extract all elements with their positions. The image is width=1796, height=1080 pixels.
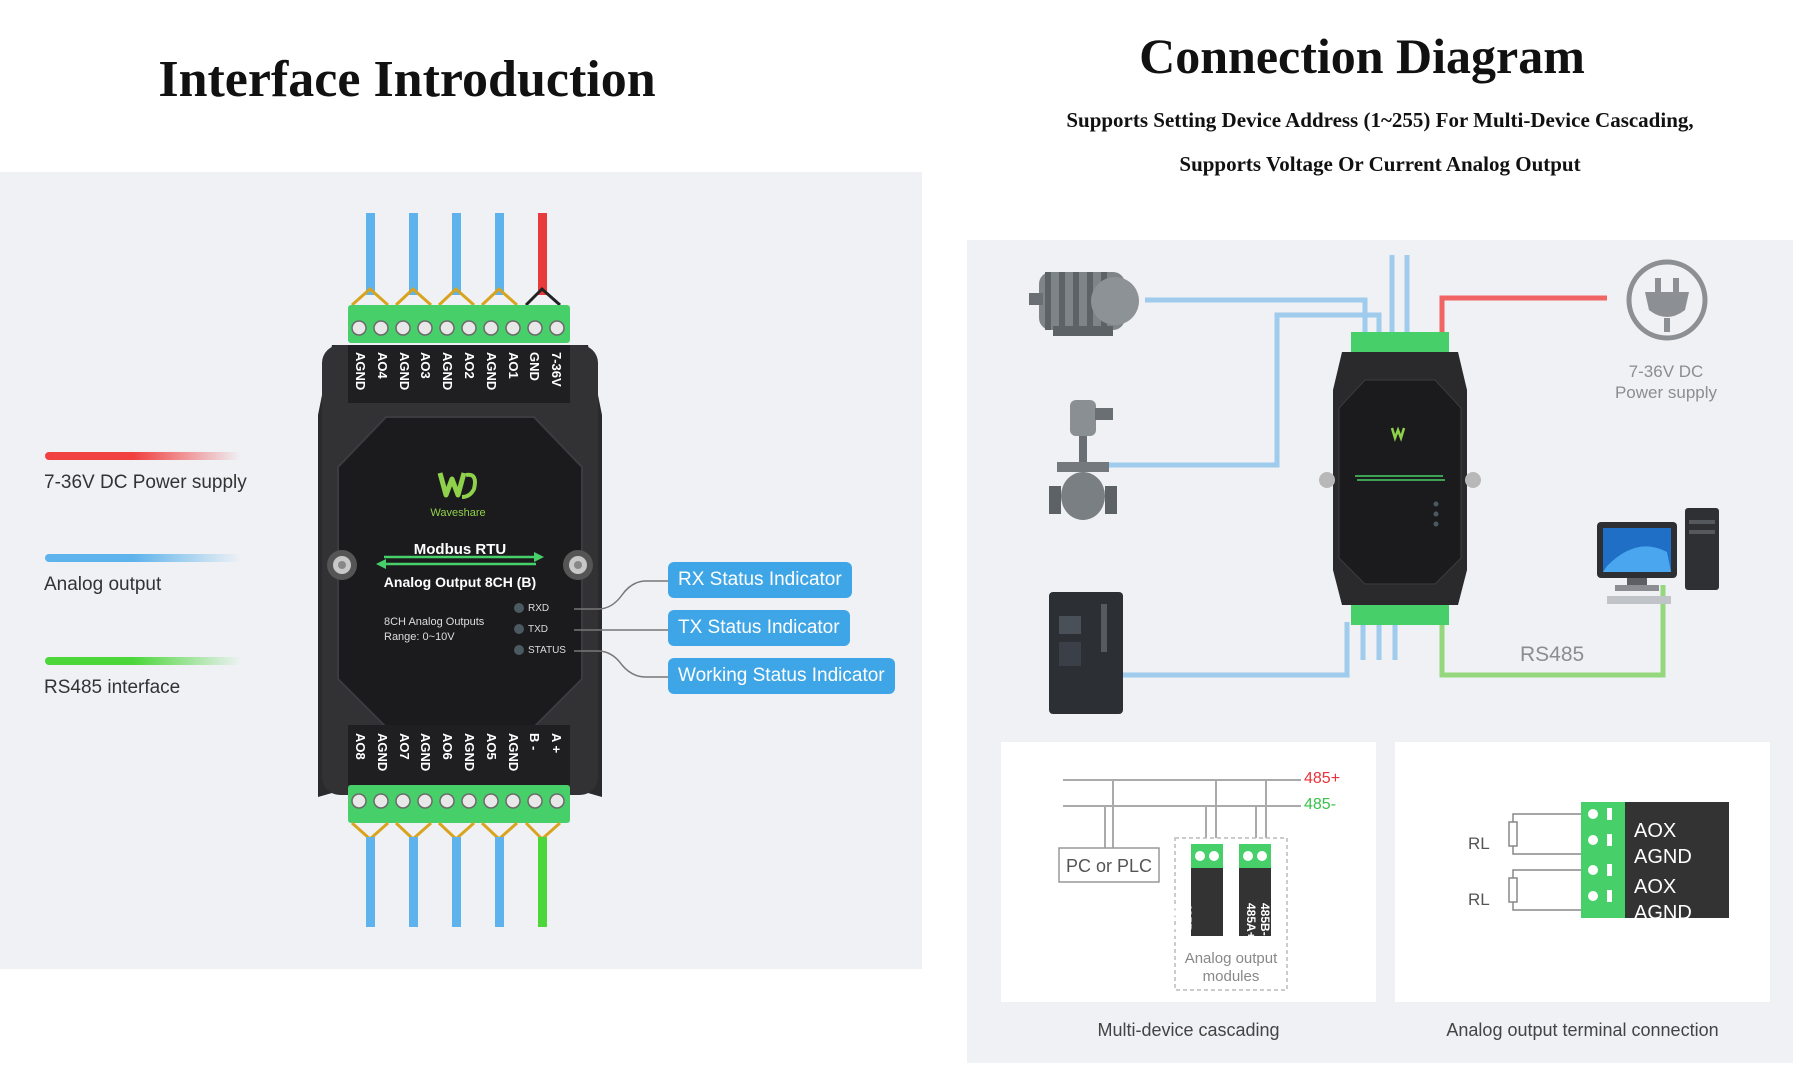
terminal-label: AGND — [505, 733, 521, 772]
terminal-label: AGND — [483, 352, 499, 391]
terminal-label: AO6 — [440, 733, 456, 760]
terminal-label: B - — [527, 733, 543, 751]
terminal-row-1: AOX — [1634, 820, 1677, 842]
analog-wires — [1107, 255, 1410, 678]
status-leds — [514, 603, 524, 655]
load-circuit-2 — [1508, 869, 1581, 911]
right-subtitle-line2: Supports Voltage Or Current Analog Outpu… — [1179, 152, 1581, 176]
device-protocol: Modbus RTU — [413, 541, 507, 558]
power-legend-line — [45, 452, 241, 460]
bus-plus-label: 485+ — [1304, 770, 1341, 787]
device-spec-line2: Range: 0~10V — [384, 631, 455, 643]
terminal-label: AO1 — [505, 352, 521, 379]
terminal-label: A + — [549, 733, 565, 754]
terminal-label: AO7 — [396, 733, 412, 760]
inverter-icon — [1049, 592, 1123, 714]
controller-label: PC or PLC — [1065, 856, 1153, 876]
analog-legend-line — [45, 554, 241, 562]
terminal-label: AGND — [396, 352, 412, 391]
power-legend-label: 7-36V DC Power supply — [44, 472, 247, 493]
rs485-label: RS485 — [1520, 643, 1585, 666]
bottom-screw-row — [351, 793, 565, 809]
load-label-1: RL — [1468, 834, 1490, 853]
power-supply-label-1: 7-36V DC — [1628, 362, 1704, 381]
terminal-row-3: AOX — [1634, 876, 1677, 898]
led-label-txd: TXD — [528, 624, 548, 635]
bottom-wires — [351, 821, 561, 927]
device-spec-line1: 8CH Analog Outputs — [384, 616, 485, 628]
cascade-diagram — [1058, 779, 1301, 991]
device-illustration — [318, 213, 602, 927]
module-2-terminal-b: 485B- — [1258, 903, 1272, 936]
module-label-1: Analog output — [1184, 950, 1278, 967]
terminal-label: AO4 — [374, 352, 390, 379]
top-screw-row — [351, 320, 565, 336]
power-supply-label-2: Power supply — [1614, 383, 1718, 402]
left-title: Interface Introduction — [158, 51, 656, 108]
terminal-row-2: AGND — [1634, 846, 1692, 868]
bus-minus-label: 485- — [1304, 796, 1337, 813]
load-circuit-1 — [1508, 813, 1581, 855]
led-label-status: STATUS — [528, 645, 566, 656]
terminal-label: AGND — [418, 733, 434, 772]
cascade-module-1 — [1191, 844, 1223, 936]
module-label-2: modules — [1202, 968, 1260, 985]
terminal-screws — [1588, 808, 1612, 902]
module-1-terminal-a: 485A+ — [1166, 903, 1180, 939]
callout-connectors — [574, 580, 670, 678]
terminal-label: 7-36V — [549, 352, 565, 387]
terminal-label: AO5 — [483, 733, 499, 760]
terminal-label: AGND — [353, 352, 368, 391]
right-title: Connection Diagram — [1139, 28, 1585, 84]
tx-status-callout: TX Status Indicator — [668, 610, 850, 646]
waveshare-logo — [437, 472, 477, 499]
rx-status-callout: RX Status Indicator — [668, 562, 852, 598]
analog-legend-label: Analog output — [44, 574, 162, 595]
terminal-label: AO2 — [462, 352, 477, 379]
computer-icon — [1597, 508, 1719, 604]
working-status-callout: Working Status Indicator — [668, 658, 895, 694]
led-label-rxd: RXD — [528, 603, 550, 614]
load-label-2: RL — [1468, 890, 1490, 909]
module-1-terminal-b: 485B- — [1180, 903, 1194, 936]
small-device — [1319, 332, 1481, 625]
valve-icon — [1049, 400, 1117, 520]
terminal-label: AGND — [374, 733, 390, 772]
motor-icon — [1029, 272, 1139, 336]
rs485-legend-label: RS485 interface — [44, 677, 181, 698]
terminal-caption: Analog output terminal connection — [1446, 1020, 1719, 1040]
mount-screws — [327, 550, 593, 580]
front-face — [337, 416, 583, 728]
top-wires — [351, 213, 561, 307]
terminal-label: AO8 — [353, 733, 368, 760]
terminal-label: AGND — [462, 733, 477, 772]
direction-arrows — [376, 552, 544, 569]
rs485-wire — [1439, 585, 1666, 678]
cascade-module-2 — [1239, 844, 1271, 936]
right-subtitle-line1: Supports Setting Device Address (1~255) … — [1066, 108, 1694, 132]
device-model: Analog Output 8CH (B) — [383, 574, 537, 590]
connection-drawing — [1029, 255, 1719, 714]
terminal-diagram — [1508, 802, 1729, 918]
cascade-caption: Multi-device cascading — [1097, 1020, 1280, 1040]
terminal-row-4: AGND — [1634, 902, 1692, 924]
plug-icon — [1626, 259, 1708, 341]
power-wire — [1439, 295, 1607, 335]
terminal-label: AO3 — [418, 352, 434, 379]
module-2-terminal-a: 485A+ — [1244, 903, 1258, 939]
terminal-label: GND — [527, 352, 543, 381]
device-brand: Waveshare — [430, 507, 486, 519]
terminal-label: AGND — [440, 352, 456, 391]
rs485-legend-line — [45, 657, 241, 665]
